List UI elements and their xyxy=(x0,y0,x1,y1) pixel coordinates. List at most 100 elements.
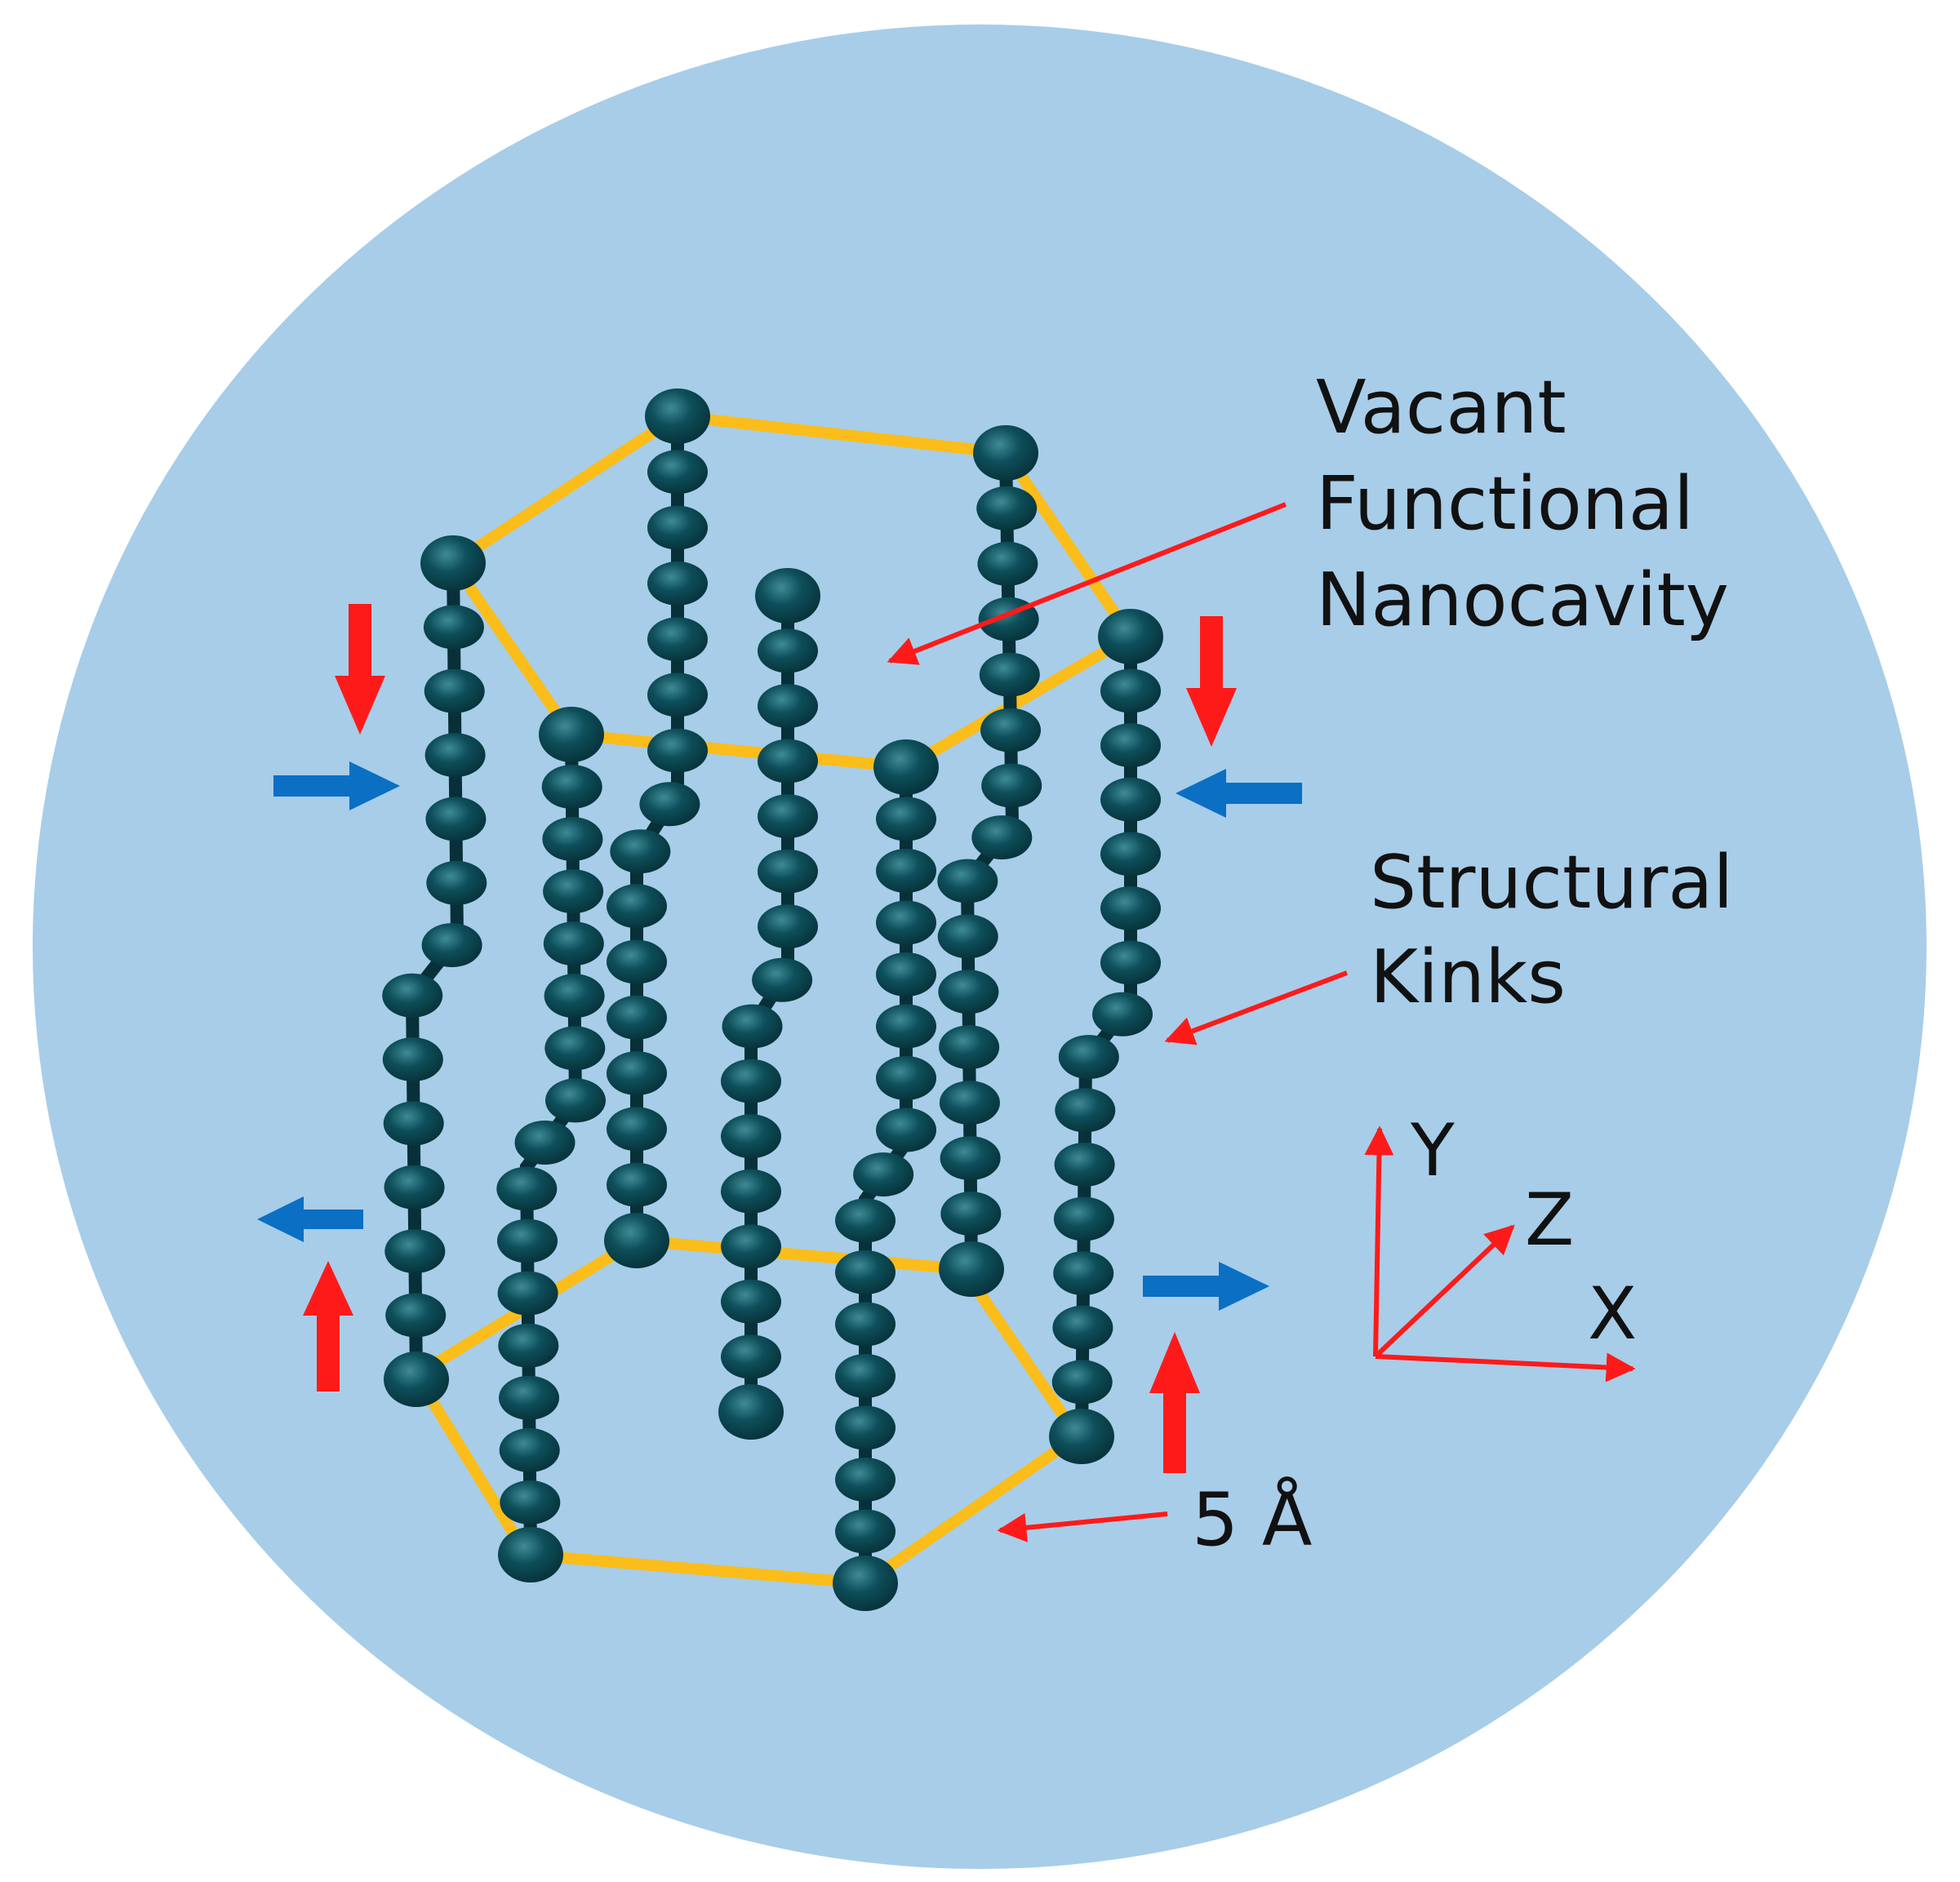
chain-bead xyxy=(647,505,708,550)
hexagon-top-edge xyxy=(566,729,912,773)
chain-bead xyxy=(876,797,936,841)
chain-bead xyxy=(940,1192,1002,1236)
chain-bead xyxy=(498,1527,563,1582)
force-arrows xyxy=(257,604,1302,1473)
hexagon-bottom-edge xyxy=(631,1235,969,1275)
chain-bead xyxy=(876,1004,936,1049)
hexagon-bottom-edge xyxy=(411,1369,532,1560)
chain-bead xyxy=(971,815,1033,860)
cavity-label-line-3: Nanocavity xyxy=(1316,557,1729,643)
chain-bead xyxy=(835,1198,896,1243)
chain-bead xyxy=(758,739,818,783)
molecular-chain xyxy=(604,388,710,1268)
chain-bead xyxy=(876,952,936,996)
chain-bead xyxy=(498,1323,559,1368)
chain-bead xyxy=(639,782,700,827)
chain-bead xyxy=(1052,1305,1113,1350)
molecular-chain xyxy=(496,707,606,1582)
chain-bead xyxy=(1098,609,1163,664)
chain-bead xyxy=(1053,1251,1114,1296)
chain-bead xyxy=(981,763,1042,808)
chain-bead xyxy=(853,1152,914,1197)
chain-bead xyxy=(721,1059,781,1103)
axis-x-arrow xyxy=(1375,1352,1636,1383)
chain-bead xyxy=(873,739,939,795)
chain-bead xyxy=(647,728,708,773)
chain-bead xyxy=(543,921,604,966)
chain-bead xyxy=(721,1224,781,1269)
chain-bead xyxy=(647,672,708,717)
molecular-chain xyxy=(937,425,1042,1297)
chain-bead xyxy=(938,970,999,1014)
cavity-label-line-1: Vacant xyxy=(1316,365,1567,451)
chain-bead xyxy=(545,1078,606,1123)
chain-bead xyxy=(424,668,485,713)
chain-bead xyxy=(607,1051,667,1096)
axis-x-label: X xyxy=(1588,1272,1637,1356)
chain-bead xyxy=(979,652,1040,697)
chain-bead xyxy=(835,1354,896,1398)
chain-bead xyxy=(876,849,936,893)
chain-bead xyxy=(976,486,1038,530)
chain-bead xyxy=(421,923,482,968)
chain-bead xyxy=(1100,668,1161,713)
chain-bead xyxy=(1100,832,1161,877)
molecular-chain xyxy=(1049,609,1163,1464)
chain-bead xyxy=(722,1004,783,1049)
molecular-chain xyxy=(382,535,487,1407)
hexagon-top-edge xyxy=(447,411,683,569)
chain-bead xyxy=(1051,1360,1113,1405)
chain-bead xyxy=(835,1509,896,1554)
molecular-chain xyxy=(833,739,939,1611)
chain-bead xyxy=(835,1405,896,1450)
chain-bead xyxy=(721,1279,781,1324)
cavity-pointer-arrow xyxy=(887,502,1287,665)
kinks-label: Structural Kinks xyxy=(1370,840,1733,1020)
axis-y-label: Y xyxy=(1410,1108,1455,1192)
chain-bead xyxy=(647,561,708,606)
chain-bead xyxy=(383,1101,444,1146)
label-pointers xyxy=(887,502,1349,1542)
chain-bead xyxy=(1054,1143,1115,1187)
chain-bead xyxy=(607,1162,667,1207)
chain-bead xyxy=(500,1480,561,1525)
chain-bead xyxy=(514,1121,576,1165)
chain-bead xyxy=(541,765,602,810)
chain-bead xyxy=(721,1114,781,1159)
chain-bead xyxy=(1100,777,1161,822)
chain-bead xyxy=(544,1026,606,1071)
blue-arrow-upper-left xyxy=(273,761,400,810)
chain-bead xyxy=(1055,1088,1116,1133)
chain-bead xyxy=(980,708,1041,752)
chain-bead xyxy=(721,1169,781,1214)
chain-bead xyxy=(497,1271,558,1316)
kinks-label-line-2: Kinks xyxy=(1370,934,1566,1020)
chain-bead xyxy=(758,904,818,949)
chain-bead xyxy=(1049,1409,1114,1464)
axis-triad: Y Z X xyxy=(1364,1108,1637,1383)
cavity-label-line-2: Functional xyxy=(1316,461,1694,547)
chain-bead xyxy=(758,794,818,839)
chain-bead xyxy=(721,1334,781,1379)
hexagon-frame xyxy=(411,411,1136,1589)
chain-bead xyxy=(937,859,998,903)
chain-bead xyxy=(940,1136,1001,1181)
chain-bead xyxy=(1100,723,1161,768)
chain-bead xyxy=(424,733,486,778)
chain-bead xyxy=(610,829,671,874)
hexagon-top-edge xyxy=(447,557,577,740)
axis-z-arrow xyxy=(1373,1224,1515,1359)
chain-bead xyxy=(382,1037,443,1082)
chain-bead xyxy=(384,1229,446,1274)
chain-bead xyxy=(499,1375,559,1420)
blue-arrow-lower-left xyxy=(257,1196,363,1242)
chain-bead xyxy=(1058,1035,1119,1080)
chain-bead xyxy=(973,425,1038,481)
chain-bead xyxy=(752,957,813,1002)
blue-arrow-upper-right xyxy=(1176,769,1302,818)
distance-pointer-arrow xyxy=(997,1511,1168,1542)
chain-bead xyxy=(937,914,998,959)
chain-bead xyxy=(607,1107,667,1152)
chain-bead xyxy=(607,939,667,984)
chain-bead xyxy=(758,628,818,673)
